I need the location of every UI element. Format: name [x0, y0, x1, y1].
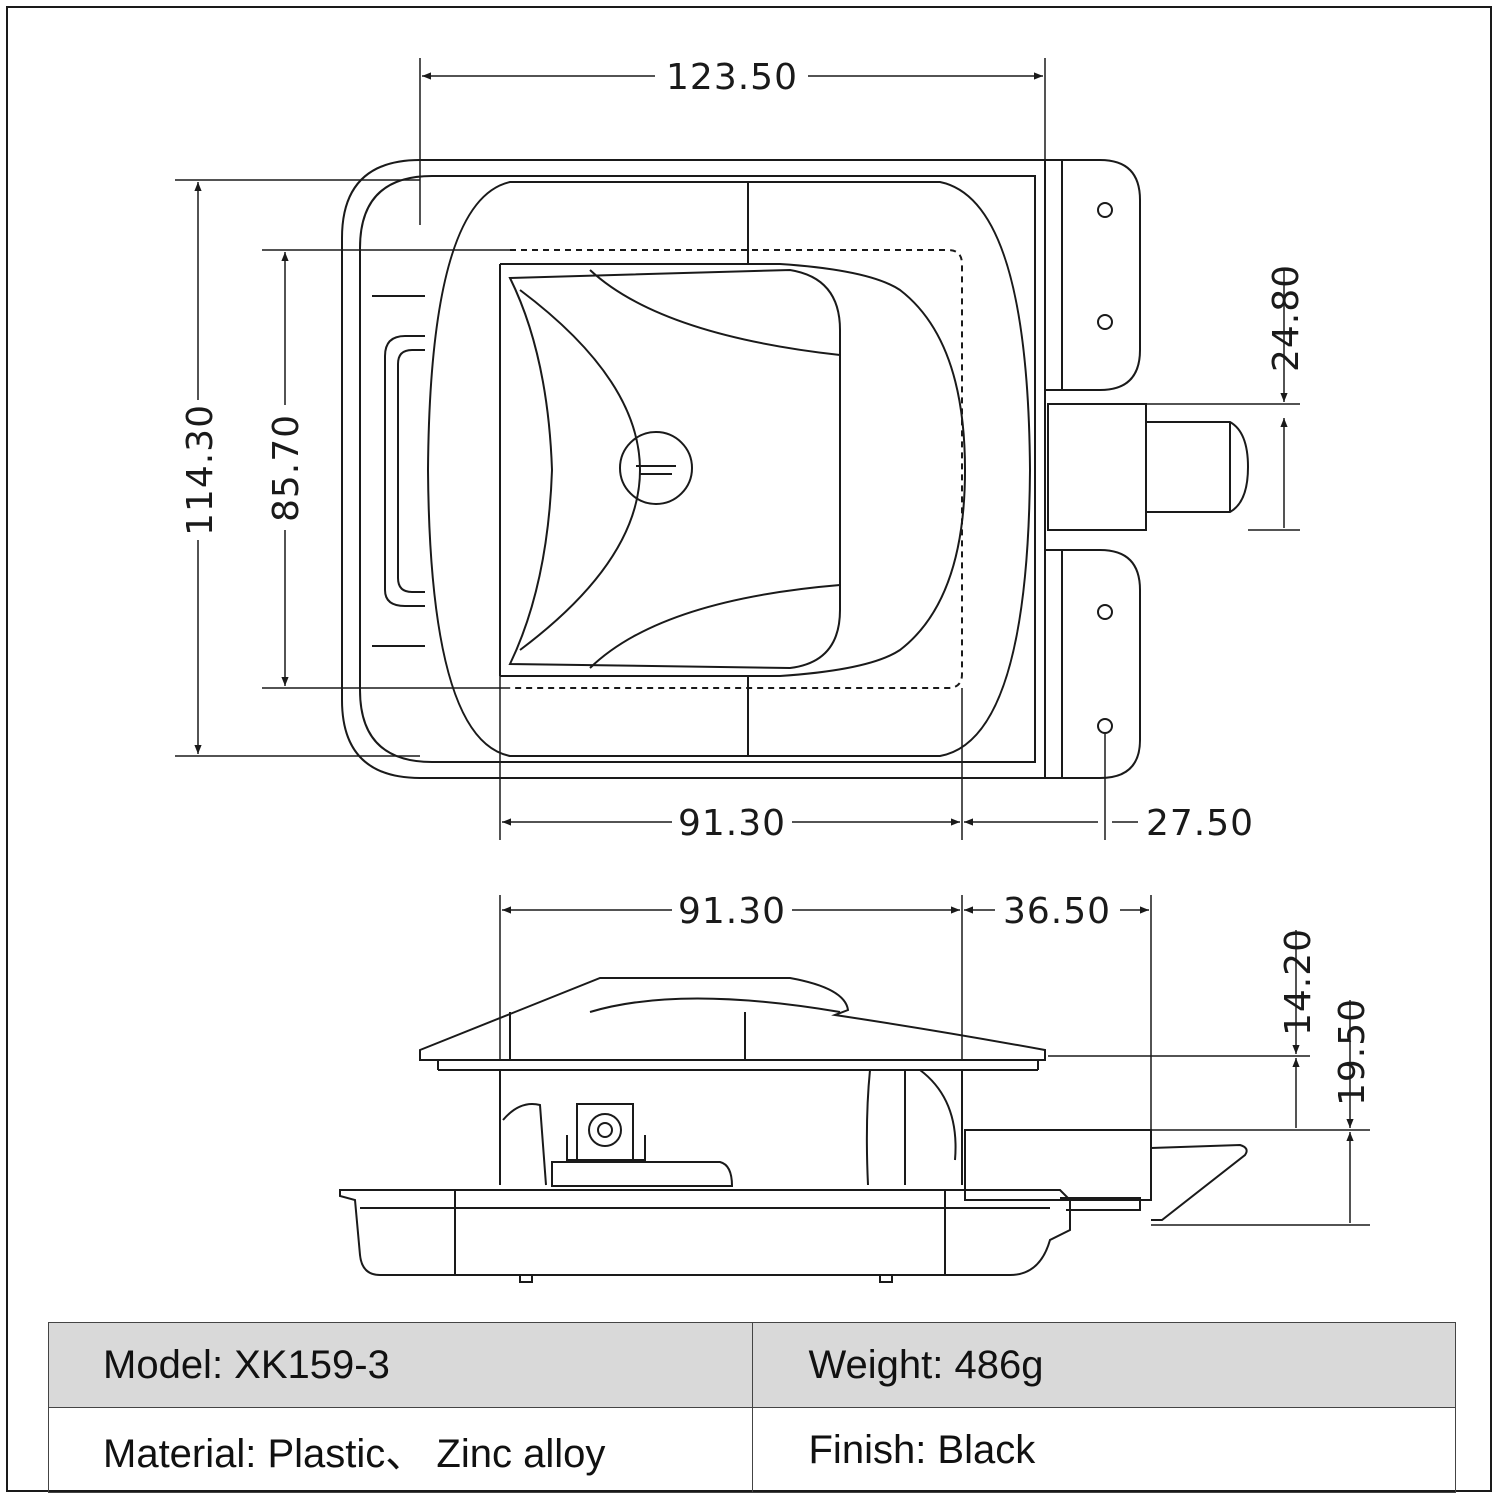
dim-total-depth: 19.50 [1332, 998, 1373, 1106]
handle-top [419, 977, 1046, 1061]
outer-tray [341, 159, 1046, 779]
spec-weight: Weight: 486g [751, 1322, 1456, 1408]
bolt-housing [1047, 403, 1147, 531]
dim-side-handle-width: 91.30 [678, 891, 786, 932]
side-bolt-housing [964, 1129, 1152, 1201]
spec-row: Material: Plastic、 Zinc alloy Finish: Bl… [48, 1407, 1456, 1493]
top-view-dimensions [175, 58, 1300, 840]
bolt [1146, 421, 1250, 513]
spec-row: Model: XK159-3 Weight: 486g [48, 1322, 1456, 1408]
top-view [341, 159, 1250, 779]
side-view [339, 977, 1248, 1283]
mount-hole [1097, 202, 1113, 218]
spec-material: Material: Plastic、 Zinc alloy [48, 1407, 753, 1493]
dim-bolt-extension: 36.50 [1003, 891, 1111, 932]
side-bolt [1150, 1143, 1248, 1221]
hidden-cavity [510, 249, 963, 689]
mount-hole [1097, 718, 1113, 734]
base-tray [339, 1189, 1071, 1276]
lower-flange [1045, 549, 1141, 779]
side-view-dimensions [499, 895, 1370, 1226]
dim-bolt-height: 24.80 [1266, 264, 1307, 372]
dim-handle-width: 91.30 [678, 803, 786, 844]
spec-finish: Finish: Black [751, 1407, 1456, 1493]
spec-model: Model: XK159-3 [48, 1322, 753, 1408]
dim-side-bolt-height: 14.20 [1278, 928, 1319, 1036]
spec-table: Model: XK159-3 Weight: 486g Material: Pl… [48, 1322, 1456, 1493]
dim-bolt-offset: 27.50 [1146, 803, 1254, 844]
dim-overall-width: 123.50 [666, 57, 798, 98]
dimension-labels: 123.50 114.30 85.70 91.30 27.50 24.80 91… [180, 57, 1373, 1106]
dim-inner-height: 85.70 [266, 414, 307, 522]
paddle [508, 268, 841, 670]
lock-block [576, 1103, 634, 1161]
lock-cylinder [619, 431, 693, 505]
mount-hole [1097, 314, 1113, 330]
inner-tray [359, 175, 1036, 763]
mount-hole [1097, 604, 1113, 620]
upper-flange [1045, 159, 1141, 391]
dim-overall-height: 114.30 [180, 404, 221, 536]
handle-body [426, 181, 1032, 757]
grip-slot [372, 295, 425, 647]
